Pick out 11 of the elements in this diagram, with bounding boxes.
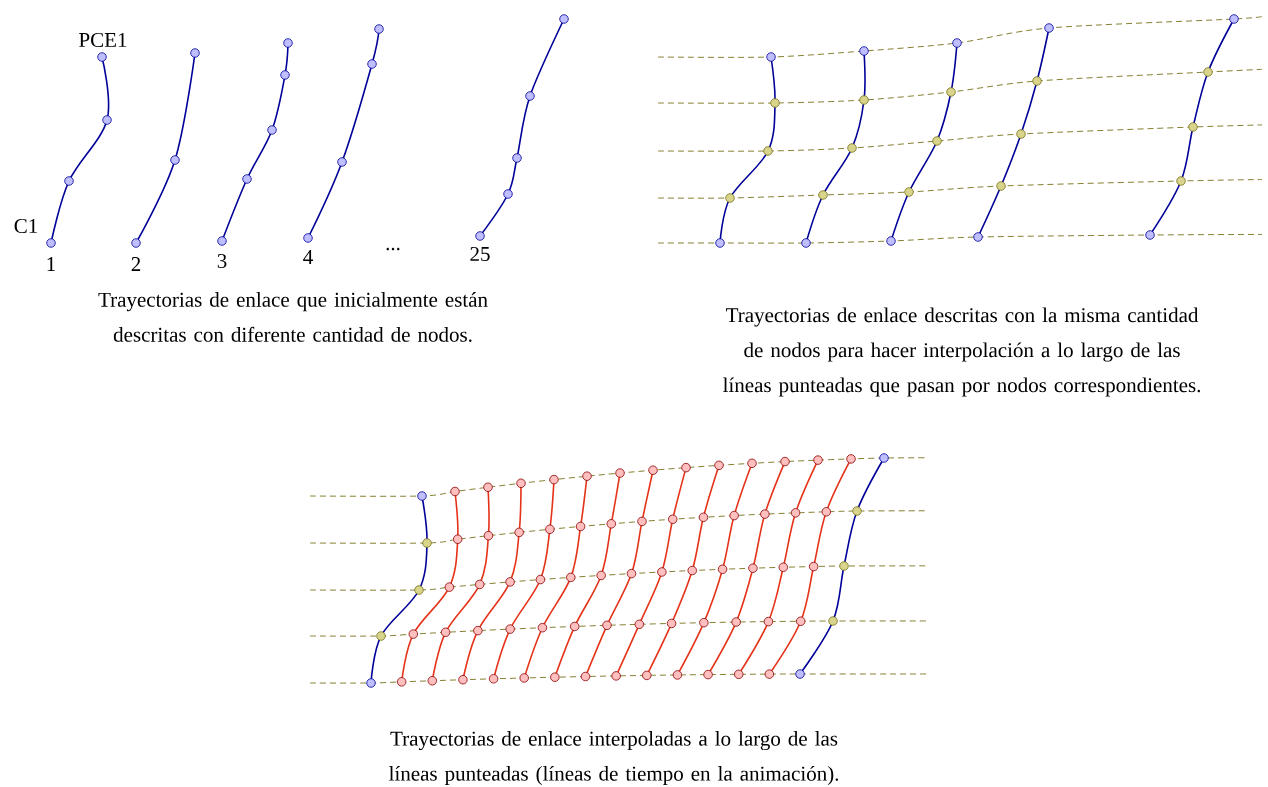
curve-label: C1: [14, 218, 37, 234]
caption: Trayectorias de enlace que inicialmente están descritas con diferente cantidad de nodos.: [98, 292, 488, 342]
number-label: 3: [217, 253, 227, 269]
number-label: 25: [470, 246, 490, 262]
curve-label: PCE1: [79, 32, 127, 48]
number-label: 1: [47, 257, 55, 271]
caption: Trayectorias de enlace interpoladas a lo largo de las líneas punteadas (líneas de tiempo en la animación).: [389, 731, 839, 786]
ellipsis: ...: [386, 247, 400, 251]
caption: Trayectorias de enlace descritas con la misma cantidad de nodos para hacer interpolación a lo largo de las líneas punteadas que pasan por nodos correspondientes.: [723, 307, 1201, 397]
number-label: 2: [131, 257, 141, 271]
number-label: 4: [303, 250, 313, 264]
